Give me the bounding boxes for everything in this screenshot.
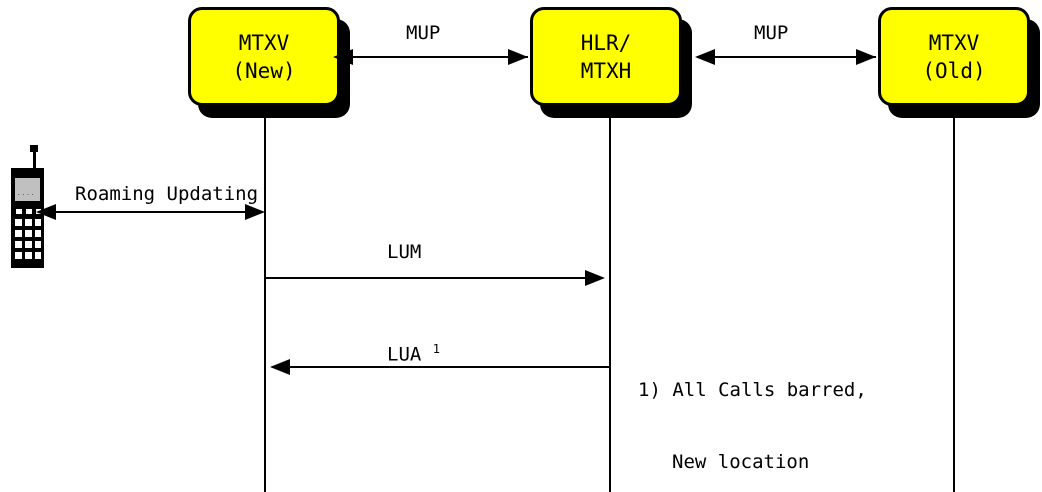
phone-screen: [15, 178, 40, 201]
footnote-note-1: 1) All Calls barred, New location not ve…: [638, 330, 867, 492]
message-line-lum: [265, 277, 585, 279]
mup-left-label: MUP: [406, 22, 441, 44]
phone-key: [26, 209, 32, 214]
footnote-text-line2: New location: [672, 451, 810, 473]
node-label-line1: HLR/: [580, 30, 632, 55]
lifeline-mtxv-old: [953, 118, 955, 492]
mup-right-label: MUP: [754, 22, 789, 44]
footnote-line-1: 1) All Calls barred,: [638, 378, 867, 402]
message-label-lua-superscript: 1: [432, 342, 441, 356]
lifeline-hlr-mtxh: [609, 118, 611, 492]
node-body: HLR/ MTXH: [530, 7, 682, 106]
phone-key: [15, 241, 22, 248]
message-arrowhead-lum: [585, 270, 605, 286]
mup-left-arrowhead-right: [508, 49, 528, 65]
message-label-lua: LUA 1: [387, 338, 440, 365]
phone-key: [25, 230, 32, 237]
message-label-roaming-updating: Roaming Updating: [75, 183, 259, 205]
mup-left-line: [352, 56, 528, 58]
node-label-line1: MTXV: [238, 30, 290, 55]
phone-key: [25, 241, 32, 248]
phone-screen-text: .....: [17, 192, 36, 196]
message-arrowhead-left-roaming-updating: [36, 204, 56, 220]
phone-key: [35, 219, 41, 226]
phone-key: [25, 219, 32, 226]
phone-key: [35, 241, 41, 248]
mup-right-arrowhead-right: [856, 49, 876, 65]
mup-left-arrowhead-left: [333, 49, 353, 65]
phone-key: [35, 230, 41, 237]
mup-right-arrowhead-left: [695, 49, 715, 65]
message-label-lua-text: LUA: [387, 343, 422, 366]
message-line-roaming-updating: [55, 211, 251, 213]
footnote-line-2: New location: [638, 450, 867, 474]
message-line-lua: [289, 366, 610, 368]
node-body: MTXV (Old): [878, 7, 1030, 106]
message-arrowhead-lua: [270, 359, 290, 375]
footnote-marker: 1): [638, 379, 661, 401]
phone-key: [15, 219, 22, 226]
phone-key: [16, 209, 22, 214]
node-body: MTXV (New): [188, 7, 340, 106]
message-label-lum: LUM: [387, 241, 422, 263]
lifeline-mtxv-new: [264, 118, 266, 492]
footnote-text-line1: All Calls barred,: [672, 379, 867, 401]
phone-key: [15, 230, 22, 237]
node-label-line2: (Old): [922, 58, 986, 83]
phone-key: [15, 252, 22, 259]
node-label-line2: MTXH: [580, 58, 632, 83]
phone-antenna-stick: [33, 148, 36, 170]
node-label-line1: MTXV: [928, 30, 980, 55]
message-arrowhead-right-roaming-updating: [245, 204, 265, 220]
phone-key: [35, 252, 41, 259]
mup-right-line: [714, 56, 876, 58]
node-label-line2: (New): [232, 58, 296, 83]
phone-key: [25, 252, 32, 259]
